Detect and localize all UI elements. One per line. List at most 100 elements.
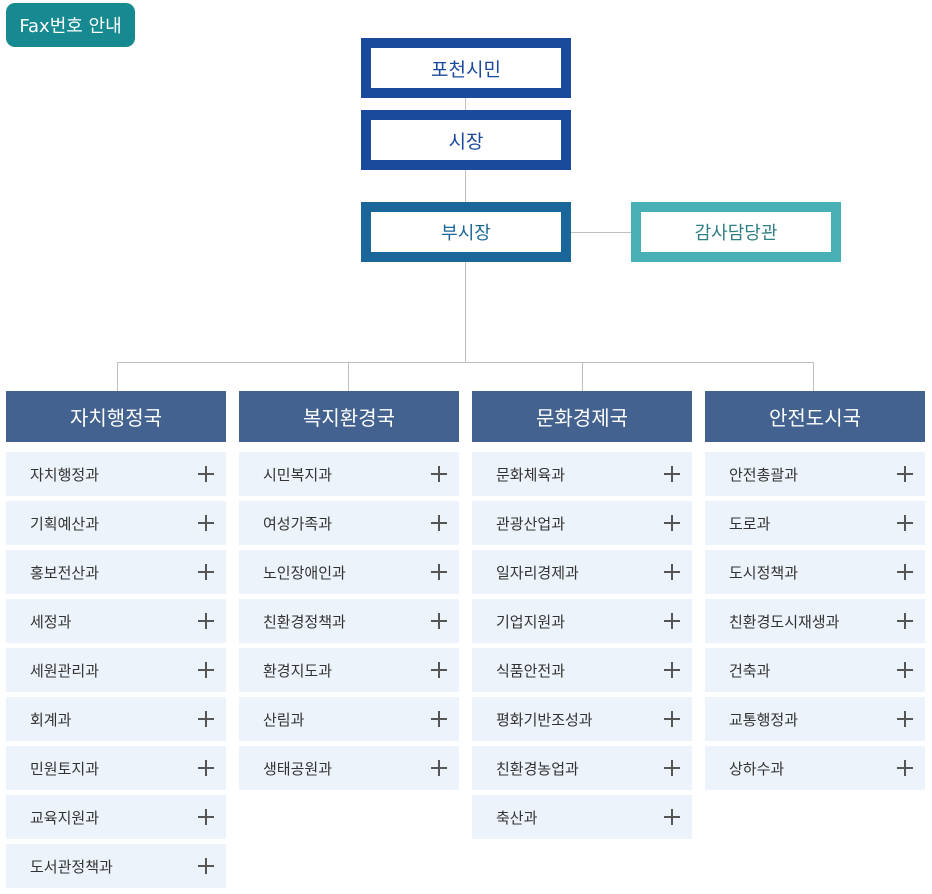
team-item[interactable]: 기업지원과	[472, 599, 692, 643]
plus-icon[interactable]	[198, 515, 214, 531]
plus-icon[interactable]	[897, 564, 913, 580]
team-item[interactable]: 기획예산과	[6, 501, 226, 545]
team-label: 여성가족과	[263, 514, 333, 533]
mayor-box[interactable]: 시장	[361, 110, 571, 170]
team-label: 민원토지과	[30, 759, 100, 778]
team-item[interactable]: 생태공원과	[239, 746, 459, 790]
team-item[interactable]: 축산과	[472, 795, 692, 839]
team-item[interactable]: 여성가족과	[239, 501, 459, 545]
plus-icon[interactable]	[431, 613, 447, 629]
team-item[interactable]: 민원토지과	[6, 746, 226, 790]
team-label: 상하수과	[729, 759, 785, 778]
department-header[interactable]: 문화경제국	[472, 391, 692, 442]
plus-icon[interactable]	[897, 711, 913, 727]
team-item[interactable]: 세원관리과	[6, 648, 226, 692]
team-item[interactable]: 상하수과	[705, 746, 925, 790]
team-item[interactable]: 회계과	[6, 697, 226, 741]
team-item[interactable]: 친환경도시재생과	[705, 599, 925, 643]
plus-icon[interactable]	[897, 760, 913, 776]
team-label: 축산과	[496, 808, 538, 827]
plus-icon[interactable]	[664, 613, 680, 629]
team-item[interactable]: 문화체육과	[472, 452, 692, 496]
team-label: 식품안전과	[496, 661, 566, 680]
plus-icon[interactable]	[198, 809, 214, 825]
plus-icon[interactable]	[198, 711, 214, 727]
team-item[interactable]: 식품안전과	[472, 648, 692, 692]
plus-icon[interactable]	[431, 564, 447, 580]
plus-icon[interactable]	[198, 858, 214, 874]
team-item[interactable]: 세정과	[6, 599, 226, 643]
team-item[interactable]: 일자리경제과	[472, 550, 692, 594]
connector-vice-departments	[465, 261, 466, 362]
team-label: 노인장애인과	[263, 563, 346, 582]
plus-icon[interactable]	[897, 466, 913, 482]
team-item[interactable]: 자치행정과	[6, 452, 226, 496]
team-item[interactable]: 건축과	[705, 648, 925, 692]
team-item[interactable]: 도시정책과	[705, 550, 925, 594]
plus-icon[interactable]	[198, 613, 214, 629]
plus-icon[interactable]	[664, 760, 680, 776]
team-item[interactable]: 관광산업과	[472, 501, 692, 545]
plus-icon[interactable]	[431, 760, 447, 776]
team-item[interactable]: 환경지도과	[239, 648, 459, 692]
team-item[interactable]: 친환경정책과	[239, 599, 459, 643]
team-item[interactable]: 도로과	[705, 501, 925, 545]
team-item[interactable]: 산림과	[239, 697, 459, 741]
team-label: 회계과	[30, 710, 72, 729]
team-item[interactable]: 홍보전산과	[6, 550, 226, 594]
team-item[interactable]: 친환경농업과	[472, 746, 692, 790]
team-label: 도서관정책과	[30, 857, 113, 876]
team-label: 일자리경제과	[496, 563, 579, 582]
team-label: 건축과	[729, 661, 771, 680]
team-label: 자치행정과	[30, 465, 100, 484]
team-label: 기획예산과	[30, 514, 100, 533]
plus-icon[interactable]	[664, 466, 680, 482]
plus-icon[interactable]	[198, 564, 214, 580]
citizens-box: 포천시민	[361, 38, 571, 98]
team-label: 세정과	[30, 612, 72, 631]
plus-icon[interactable]	[897, 613, 913, 629]
team-label: 홍보전산과	[30, 563, 100, 582]
plus-icon[interactable]	[198, 466, 214, 482]
plus-icon[interactable]	[198, 662, 214, 678]
plus-icon[interactable]	[897, 662, 913, 678]
team-item[interactable]: 안전총괄과	[705, 452, 925, 496]
plus-icon[interactable]	[664, 711, 680, 727]
connector-dept-2	[348, 362, 349, 391]
plus-icon[interactable]	[431, 515, 447, 531]
department-header[interactable]: 자치행정국	[6, 391, 226, 442]
auditor-box[interactable]: 감사담당관	[631, 202, 841, 262]
plus-icon[interactable]	[664, 809, 680, 825]
team-label: 안전총괄과	[729, 465, 799, 484]
plus-icon[interactable]	[431, 662, 447, 678]
team-item[interactable]: 도서관정책과	[6, 844, 226, 888]
fax-number-button[interactable]: Fax번호 안내	[6, 3, 135, 47]
plus-icon[interactable]	[664, 515, 680, 531]
plus-icon[interactable]	[897, 515, 913, 531]
team-label: 친환경정책과	[263, 612, 346, 631]
team-item[interactable]: 평화기반조성과	[472, 697, 692, 741]
team-label: 산림과	[263, 710, 305, 729]
team-item[interactable]: 교육지원과	[6, 795, 226, 839]
plus-icon[interactable]	[198, 760, 214, 776]
team-label: 평화기반조성과	[496, 710, 593, 729]
plus-icon[interactable]	[664, 662, 680, 678]
connector-vice-auditor	[570, 232, 632, 233]
connector-dept-4	[813, 362, 814, 391]
team-item[interactable]: 시민복지과	[239, 452, 459, 496]
team-item[interactable]: 교통행정과	[705, 697, 925, 741]
connector-dept-1	[117, 362, 118, 391]
plus-icon[interactable]	[664, 564, 680, 580]
plus-icon[interactable]	[431, 711, 447, 727]
department-header[interactable]: 복지환경국	[239, 391, 459, 442]
team-item[interactable]: 노인장애인과	[239, 550, 459, 594]
vice-mayor-box[interactable]: 부시장	[361, 202, 571, 262]
connector-dept-3	[582, 362, 583, 391]
team-label: 생태공원과	[263, 759, 333, 778]
plus-icon[interactable]	[431, 466, 447, 482]
department-header[interactable]: 안전도시국	[705, 391, 925, 442]
